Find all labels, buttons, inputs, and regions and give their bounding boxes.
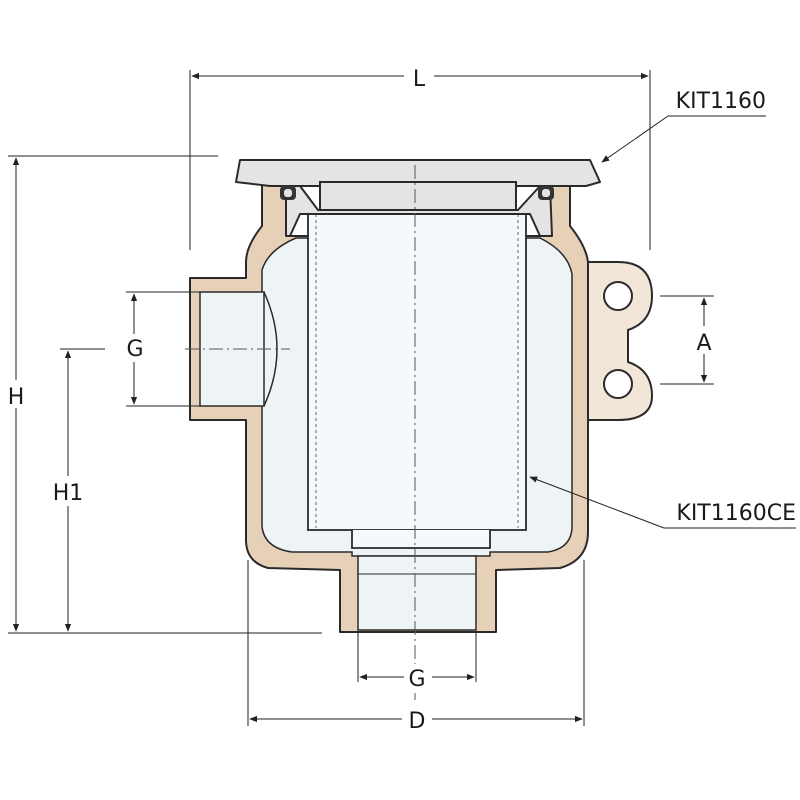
label-kit1160: KIT1160: [676, 89, 766, 114]
dimension-L: L: [189, 62, 651, 250]
o-ring-left: [280, 186, 296, 200]
label-A: A: [696, 331, 711, 356]
callout-kit1160: KIT1160: [601, 89, 766, 163]
filter-basket: [307, 209, 527, 549]
cap: [235, 159, 601, 237]
mounting-lugs: [582, 261, 654, 421]
o-ring-right: [538, 186, 554, 200]
label-H1: H1: [53, 481, 84, 506]
callout-kit1160ce: KIT1160CE: [529, 476, 796, 529]
label-H: H: [8, 385, 25, 410]
mount-hole-top: [603, 281, 633, 311]
dimension-G-bottom: G: [357, 632, 477, 692]
label-L: L: [413, 67, 426, 92]
label-G-bottom: G: [408, 667, 425, 692]
dimension-G-left: G: [122, 291, 200, 407]
mount-hole-bottom: [603, 369, 633, 399]
label-G-left: G: [126, 337, 143, 362]
dimension-H: H: [2, 155, 322, 634]
label-kit1160ce: KIT1160CE: [676, 501, 796, 526]
dimension-H1: H1: [48, 348, 105, 632]
dimension-A: A: [660, 295, 718, 385]
label-D: D: [409, 709, 426, 734]
dimension-D: D: [247, 560, 585, 734]
